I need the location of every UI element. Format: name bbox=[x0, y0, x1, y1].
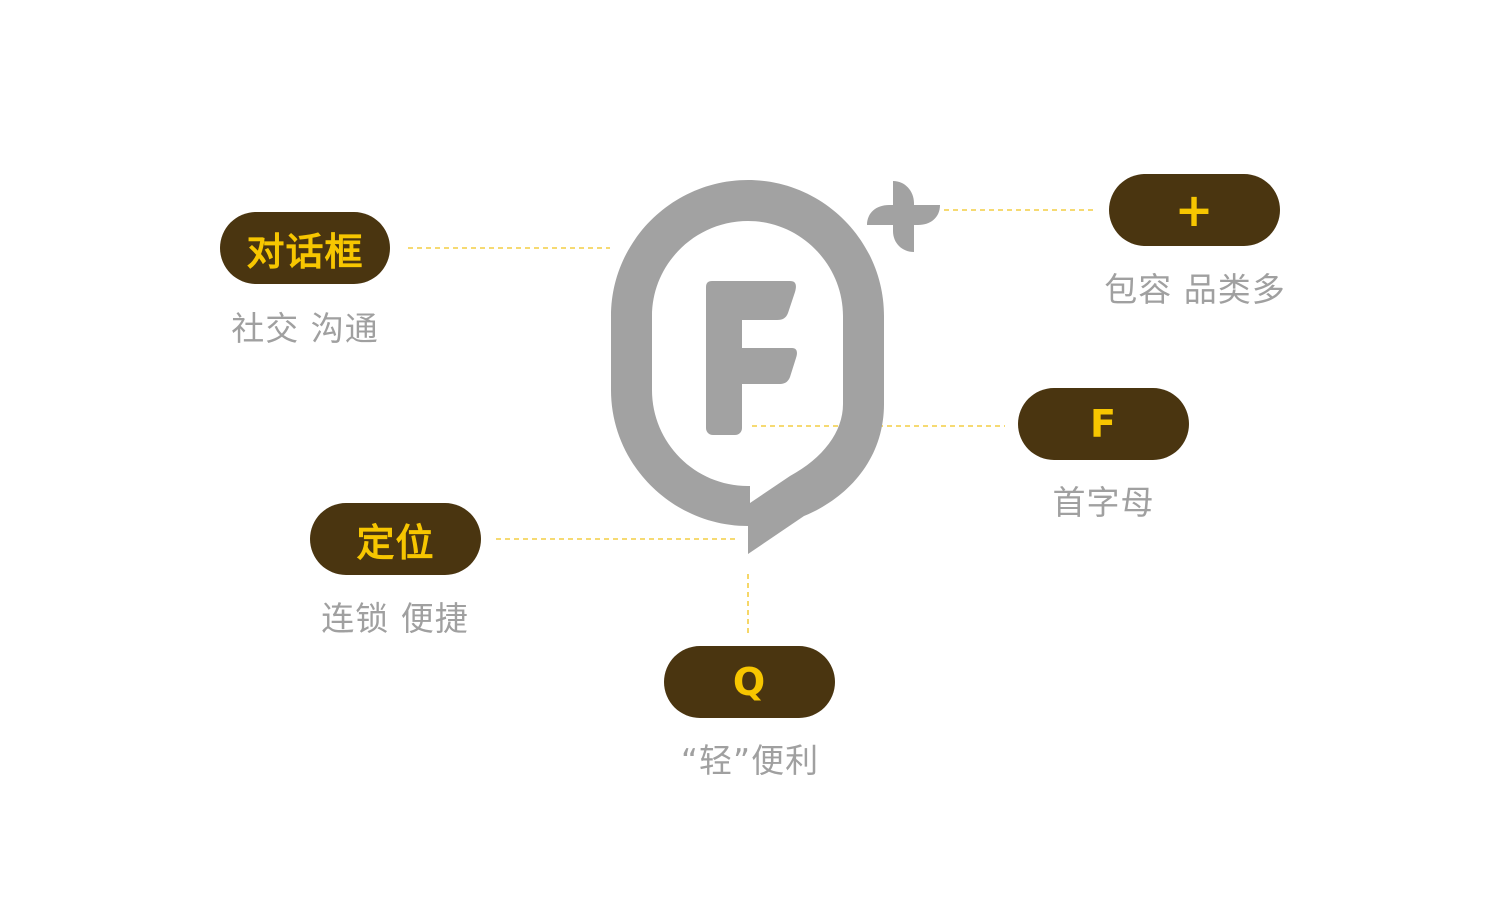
letter-f-icon bbox=[706, 281, 797, 435]
plus-badge-icon bbox=[867, 181, 940, 252]
caption-plus: 包容 品类多 bbox=[1104, 270, 1286, 309]
caption-location: 连锁 便捷 bbox=[321, 599, 469, 638]
caption-initial: 首字母 bbox=[1052, 483, 1155, 522]
pill-initial: F bbox=[1018, 388, 1189, 460]
caption-dialog: 社交 沟通 bbox=[231, 309, 379, 348]
pill-plus: + bbox=[1109, 174, 1280, 246]
pill-location: 定位 bbox=[310, 503, 481, 575]
speech-bubble-icon bbox=[611, 180, 884, 554]
leader-lines bbox=[408, 209, 1095, 634]
pill-dialog: 对话框 bbox=[220, 212, 390, 284]
pill-q: Q bbox=[664, 646, 835, 718]
caption-q: “轻”便利 bbox=[680, 741, 820, 780]
